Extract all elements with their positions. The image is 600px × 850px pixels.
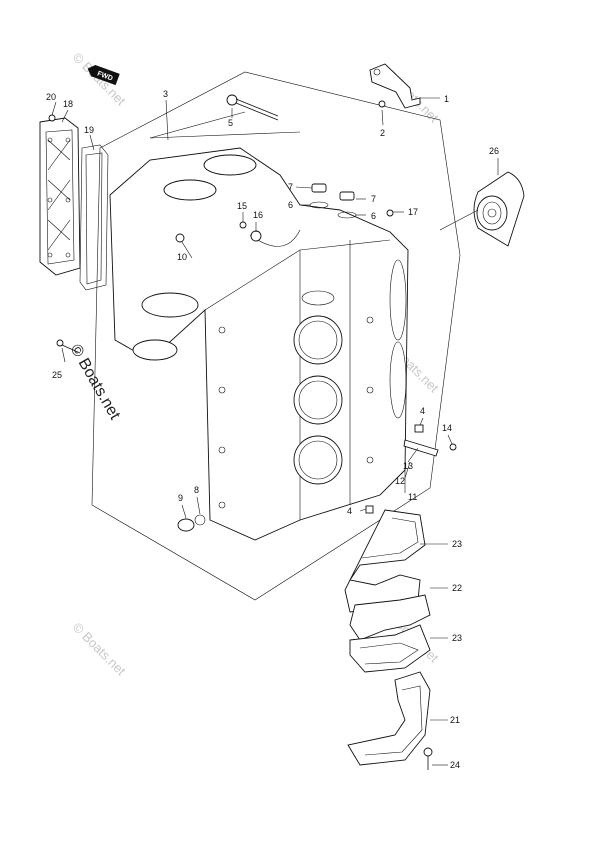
callout-12[interactable]: 12 [395, 476, 405, 486]
oil-filter-26 [473, 171, 525, 247]
cylinder-bore [293, 315, 343, 365]
callout-19[interactable]: 19 [84, 125, 94, 135]
callout-7[interactable]: 7 [288, 182, 293, 192]
callout-24[interactable]: 24 [450, 760, 460, 770]
callout-13[interactable]: 13 [403, 461, 413, 471]
side-cover [39, 117, 81, 276]
cylinder-block [109, 147, 409, 541]
callout-5[interactable]: 5 [228, 118, 233, 128]
callout-4[interactable]: 4 [347, 506, 352, 516]
bracket-1 [369, 63, 421, 109]
plate-21 [347, 671, 431, 766]
callout-10[interactable]: 10 [177, 252, 187, 262]
gasket-stack [344, 509, 433, 770]
callout-23[interactable]: 23 [452, 633, 462, 643]
callout-21[interactable]: 21 [450, 715, 460, 725]
fwd-badge: FWD [87, 64, 120, 86]
callout-1[interactable]: 1 [444, 94, 449, 104]
callout-18[interactable]: 18 [63, 99, 73, 109]
watermark: © Boats.net [70, 620, 129, 679]
callout-4[interactable]: 4 [420, 406, 425, 416]
callout-17[interactable]: 17 [408, 207, 418, 217]
outline-inner-line [149, 131, 301, 139]
callout-6[interactable]: 6 [371, 211, 376, 221]
callout-7[interactable]: 7 [371, 194, 376, 204]
callout-22[interactable]: 22 [452, 583, 462, 593]
gasket-23-upper [344, 509, 426, 613]
drain-plug-9-8 [177, 514, 206, 532]
callout-9[interactable]: 9 [178, 493, 183, 503]
callout-25[interactable]: 25 [52, 370, 62, 380]
callout-20[interactable]: 20 [46, 92, 56, 102]
sensor-12-13-14 [365, 424, 457, 514]
cylinder-block-outline [91, 71, 461, 601]
callout-6[interactable]: 6 [288, 200, 293, 210]
callout-11[interactable]: 11 [408, 492, 417, 502]
cylinder-bore [293, 375, 343, 425]
callout-3[interactable]: 3 [163, 89, 168, 99]
gasket-23-lower [349, 624, 431, 673]
cylinder-bore [293, 435, 343, 485]
callout-26[interactable]: 26 [489, 146, 499, 156]
side-cover-gasket [79, 144, 109, 291]
callout-14[interactable]: 14 [442, 423, 452, 433]
callout-16[interactable]: 16 [253, 210, 263, 220]
gasket-22 [349, 594, 431, 641]
outline-inner-line [149, 111, 246, 139]
callout-2[interactable]: 2 [380, 128, 385, 138]
leader-lines [51, 97, 499, 766]
callout-23[interactable]: 23 [452, 539, 462, 549]
bolt-5 [226, 94, 279, 121]
callout-15[interactable]: 15 [237, 201, 247, 211]
callout-8[interactable]: 8 [194, 485, 199, 495]
callouts: 1 2 3 4 4 5 6 6 7 7 8 9 10 11 12 13 14 1… [46, 89, 499, 770]
